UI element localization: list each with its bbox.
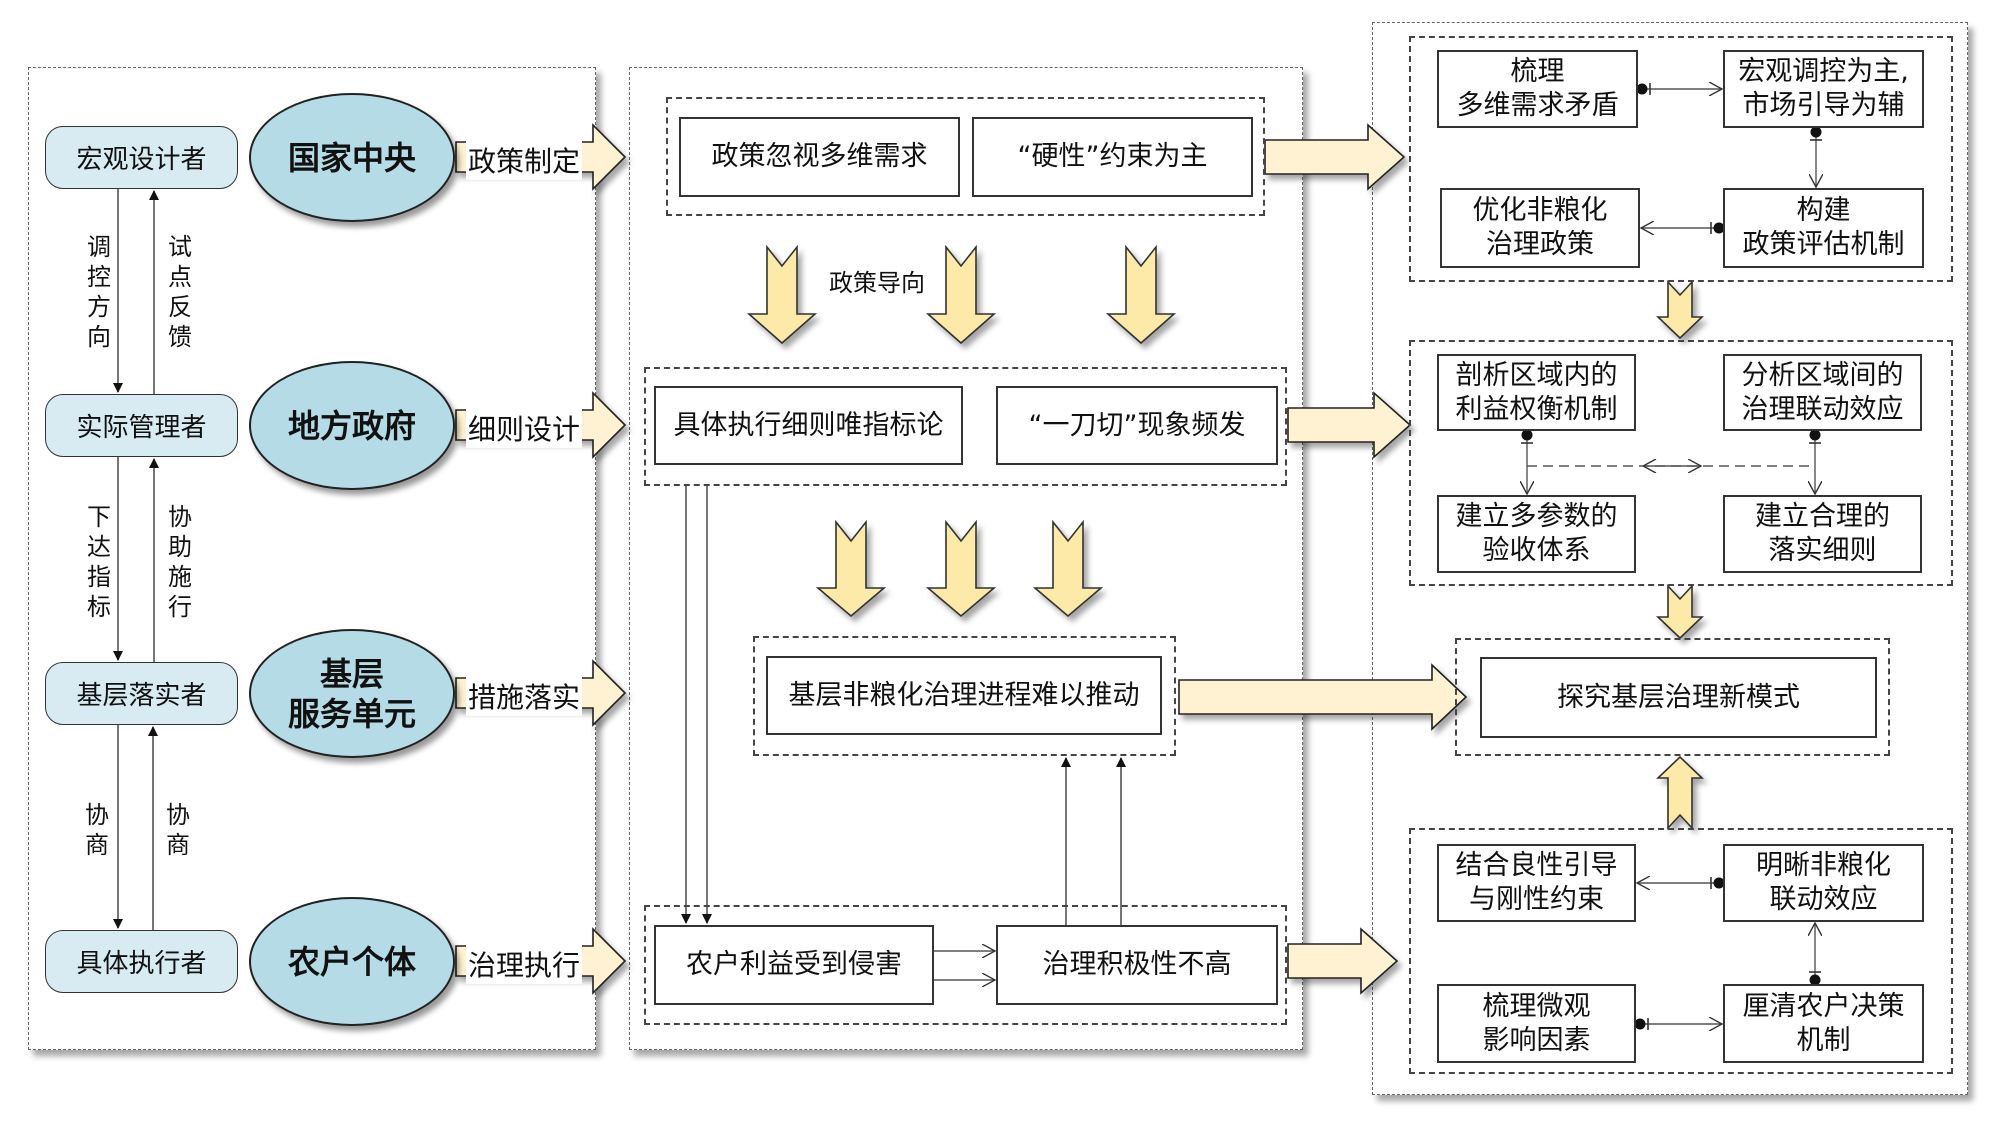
goal-new-governance-model: 探究基层治理新模式 xyxy=(1480,657,1877,738)
role-grassroots-implementer: 基层落实者 xyxy=(45,662,238,725)
issue-farmer-interests-harmed: 农户利益受到侵害 xyxy=(654,925,934,1005)
action-label-policy-making: 政策制定 xyxy=(466,140,583,180)
policy-guidance-label: 政策导向 xyxy=(829,269,925,297)
arrow-a-to-b xyxy=(1656,279,1704,340)
issue-governance-hard-to-advance: 基层非粮化治理进程难以推动 xyxy=(766,656,1162,735)
result-arrows xyxy=(1178,123,1468,995)
result-arrow-2 xyxy=(1287,391,1412,459)
issue-indicator-only-rules: 具体执行细则唯指标论 xyxy=(654,386,963,465)
measure-optimize-policy: 优化非粮化 治理政策 xyxy=(1440,188,1640,268)
right-group-b xyxy=(1409,340,1953,586)
down-arrow-1b xyxy=(925,244,997,345)
arrow-d-to-c xyxy=(1656,755,1704,831)
result-arrow-1 xyxy=(1264,123,1406,191)
left-panel xyxy=(28,67,596,1050)
link-label-up-2: 协助施行 xyxy=(168,503,192,621)
action-arrows xyxy=(455,123,627,995)
measure-macro-control-market-guide: 宏观调控为主, 市场引导为辅 xyxy=(1723,50,1924,128)
right-connectors xyxy=(1527,89,1816,1024)
right-group-c xyxy=(1455,638,1890,756)
actor-farmer-household: 农户个体 xyxy=(249,897,455,1026)
actor-central-government: 国家中央 xyxy=(249,93,455,222)
link-label-down-2: 下达指标 xyxy=(87,503,111,621)
left-links xyxy=(113,189,159,930)
down-arrow-2b xyxy=(925,519,997,618)
result-arrow-3 xyxy=(1178,663,1468,731)
actor-local-government: 地方政府 xyxy=(249,361,455,490)
middle-group-2 xyxy=(644,367,1287,486)
right-block-arrows xyxy=(1656,279,1704,831)
link-label-up-3: 协商 xyxy=(166,801,190,859)
measure-sort-needs-conflicts: 梳理 多维需求矛盾 xyxy=(1437,50,1638,128)
actor-grassroots-unit: 基层 服务单元 xyxy=(249,629,455,758)
middle-group-1 xyxy=(666,97,1265,216)
role-actual-manager: 实际管理者 xyxy=(45,394,238,457)
action-label-rule-design: 细则设计 xyxy=(466,408,583,448)
issue-low-governance-enthusiasm: 治理积极性不高 xyxy=(996,925,1278,1005)
down-arrow-1c xyxy=(1105,244,1177,345)
down-arrow-1a xyxy=(746,244,818,345)
down-arrows xyxy=(746,244,1177,618)
measure-farmer-decision-mechanism: 厘清农户决策 机制 xyxy=(1723,984,1924,1063)
role-specific-executor: 具体执行者 xyxy=(45,930,238,993)
link-label-up-1: 试点反馈 xyxy=(168,233,192,351)
down-arrow-2a xyxy=(815,519,887,618)
measure-build-evaluation: 构建 政策评估机制 xyxy=(1723,188,1924,268)
measure-inter-region-linkage: 分析区域间的 治理联动效应 xyxy=(1723,354,1922,431)
link-label-down-3: 协商 xyxy=(85,801,109,859)
measure-guidance-and-constraint: 结合良性引导 与刚性约束 xyxy=(1437,844,1636,922)
issue-ignore-multidimensional-needs: 政策忽视多维需求 xyxy=(679,117,960,197)
right-group-a xyxy=(1409,36,1953,282)
measure-intra-region-tradeoff: 剖析区域内的 利益权衡机制 xyxy=(1437,354,1636,431)
right-group-d xyxy=(1409,828,1953,1074)
result-arrow-4 xyxy=(1287,927,1399,995)
measure-reasonable-rules: 建立合理的 落实细则 xyxy=(1723,495,1922,573)
action-label-measure-implementation: 措施落实 xyxy=(466,676,583,716)
link-label-down-1: 调控方向 xyxy=(87,233,111,351)
middle-group-4 xyxy=(644,905,1287,1025)
middle-connectors xyxy=(681,486,1126,980)
arrow-b-to-c xyxy=(1656,583,1704,640)
action-label-governance-execution: 治理执行 xyxy=(466,944,583,984)
measure-multi-parameter-acceptance: 建立多参数的 验收体系 xyxy=(1437,495,1636,573)
middle-group-3 xyxy=(753,636,1176,756)
measure-micro-factors: 梳理微观 影响因素 xyxy=(1437,984,1636,1063)
down-arrow-2c xyxy=(1032,519,1104,618)
issue-hard-constraints: “硬性”约束为主 xyxy=(972,117,1253,197)
issue-one-size-fits-all: “一刀切”现象频发 xyxy=(996,386,1278,465)
role-macro-designer: 宏观设计者 xyxy=(45,126,238,189)
measure-clarify-linkage-effect: 明晰非粮化 联动效应 xyxy=(1723,844,1924,922)
